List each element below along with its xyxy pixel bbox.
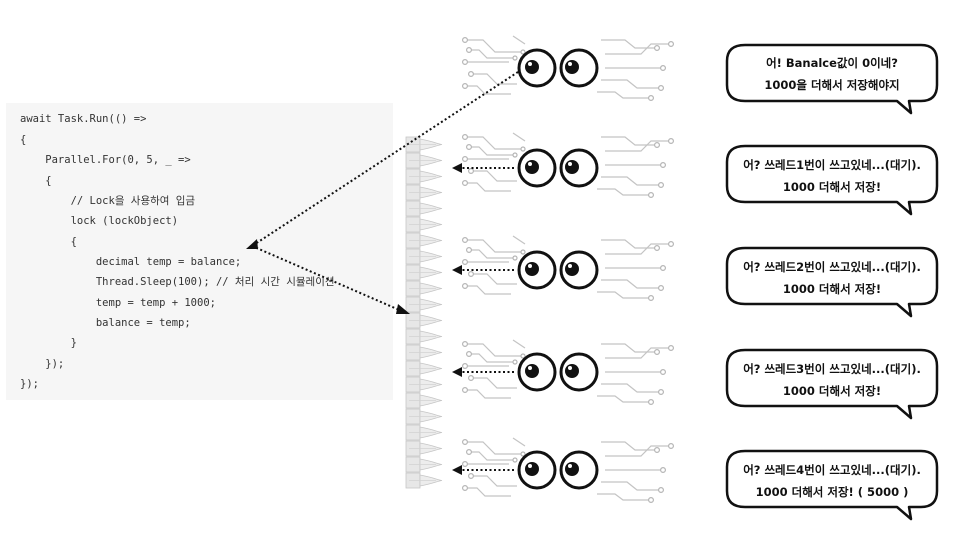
code-panel: await Task.Run(() => { Parallel.For(0, 5… [6, 103, 393, 400]
code-line: { [20, 175, 52, 187]
code-line: }); [20, 378, 39, 390]
code-line: temp = temp + 1000; [20, 297, 216, 309]
code-line: await Task.Run(() => [20, 113, 147, 125]
bubble-line: 어? 쓰레드4번이 쓰고있네...(대기). [743, 463, 921, 477]
dotted-arrows [251, 71, 519, 471]
bubble-line: 어! Banalce값이 0이네? [766, 56, 898, 70]
eyes-icon [517, 48, 599, 88]
code-line: balance = temp; [20, 317, 191, 329]
code-line: Thread.Sleep(100); // 처리 시간 시뮬레이션 [20, 276, 335, 288]
code-line: }); [20, 358, 65, 370]
eyes-icon [517, 250, 599, 290]
code-line: Parallel.For(0, 5, _ => [20, 154, 191, 166]
code-line: // Lock을 사용하여 입금 [20, 195, 196, 207]
arrow-to-code [251, 71, 519, 247]
arrow-to-queue [251, 245, 405, 313]
bubble-line: 1000 더해서 저장! [782, 180, 882, 194]
eyes-icon [517, 352, 599, 392]
code-line: } [20, 337, 77, 349]
bubble-line: 어? 쓰레드1번이 쓰고있네...(대기). [743, 158, 921, 172]
code-line: { [20, 134, 27, 146]
bubble-line: 어? 쓰레드3번이 쓰고있네...(대기). [743, 362, 921, 376]
arrow-heads [246, 163, 462, 475]
waiting-queue [405, 136, 443, 489]
eyes-icon [517, 148, 599, 188]
code-line: lock (lockObject) [20, 215, 179, 227]
code-line: decimal temp = balance; [20, 256, 242, 268]
bubble-line: 1000 더해서 저장! [782, 384, 882, 398]
bubble-line: 1000을 더해서 저장해야지 [764, 78, 900, 92]
eyes-icon [517, 450, 599, 490]
bubble-line: 1000 더해서 저장! [782, 282, 882, 296]
bubble-line: 어? 쓰레드2번이 쓰고있네...(대기). [743, 260, 921, 274]
code-line: { [20, 236, 77, 248]
bubble-line: 1000 더해서 저장! ( 5000 ) [755, 485, 909, 499]
